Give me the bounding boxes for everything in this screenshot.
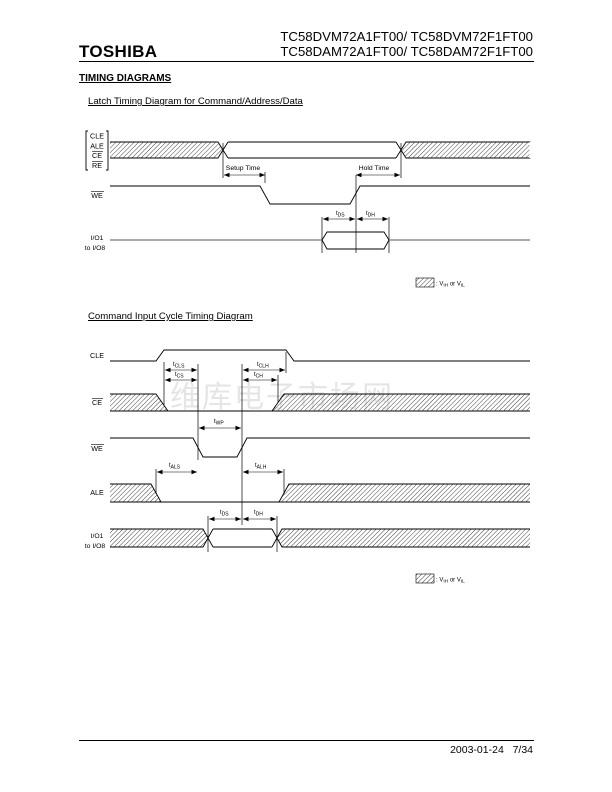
talh-label: tALH [255,463,267,471]
signal-label-io1: I/O1 [91,533,104,540]
part-numbers-line2: TC58DAM72A1FT00/ TC58DAM72F1FT00 [280,44,533,59]
ce-hatched-left [110,394,168,411]
ale-hatched-left [110,484,161,502]
group-edge-top-left [110,141,229,159]
tclh-label: tCLH [257,362,269,370]
group-hatched-region-left [110,142,223,158]
group-bracket-left [85,130,88,171]
legend-text: : VIH or VIL [436,282,465,289]
ale-hatched-right [279,484,530,502]
footer-date: 2003-01-24 [450,744,504,756]
we-waveform [110,185,530,205]
we-waveform [110,437,530,458]
tch-label: tCH [254,372,263,380]
footer: 2003-01-24 7/34 [450,744,533,756]
signal-label-io8: to I/O8 [85,245,106,252]
signal-label-ce: CE [92,398,102,407]
io-hatched-right [277,529,530,547]
signal-label-ale: ALE [90,488,104,497]
signal-label-ale: ALE [90,142,104,151]
io-data-valid [321,231,390,250]
diagram1: CLE ALE CE RE Setup Time Hold Time WE [85,130,531,289]
tcls-label: tCLS [173,362,185,370]
signal-label-re: RE [92,161,102,170]
footer-page: 7/34 [512,744,533,756]
diagram1-title: Latch Timing Diagram for Command/Address… [88,96,303,107]
legend-hatch-swatch [415,277,435,288]
tcs-label: tCS [175,372,184,380]
signal-label-cle: CLE [90,351,104,360]
ce-hatched-right [272,394,530,411]
part-numbers-line1: TC58DVM72A1FT00/ TC58DVM72F1FT00 [280,29,533,44]
diagram2-title: Command Input Cycle Timing Diagram [88,311,253,322]
legend-text: : VIH or VIL [436,578,465,585]
group-bracket-right [106,130,109,171]
footer-rule [79,740,534,741]
signal-label-io1: I/O1 [91,235,104,242]
tdh-label: tDH [254,510,263,518]
signal-label-ce: CE [92,151,102,160]
tds-label: tDS [336,211,345,219]
section-title: TIMING DIAGRAMS [79,73,172,84]
tdh-label: tDH [366,211,375,219]
group-edge-bottom-left [110,141,229,159]
signal-label-we: WE [91,191,103,200]
diagram2: CLE CE tCLS tCS tCLH tCH tWP WE [85,349,530,585]
tals-label: tALS [169,463,181,471]
io-hatched-left [110,529,208,547]
cle-waveform [110,349,530,362]
tds-label: tDS [220,510,229,518]
group-hatched-region-right [401,142,530,158]
setup-time-label: Setup Time [226,165,261,172]
toshiba-logo: TOSHIBA [79,42,158,61]
header-rule [79,61,534,62]
signal-label-we: WE [91,444,103,453]
legend-hatch-swatch [415,573,435,584]
signal-label-cle: CLE [90,132,104,141]
signal-label-io8: to I/O8 [85,543,106,550]
twp-label: tWP [214,419,224,427]
hold-time-label: Hold Time [359,165,390,172]
